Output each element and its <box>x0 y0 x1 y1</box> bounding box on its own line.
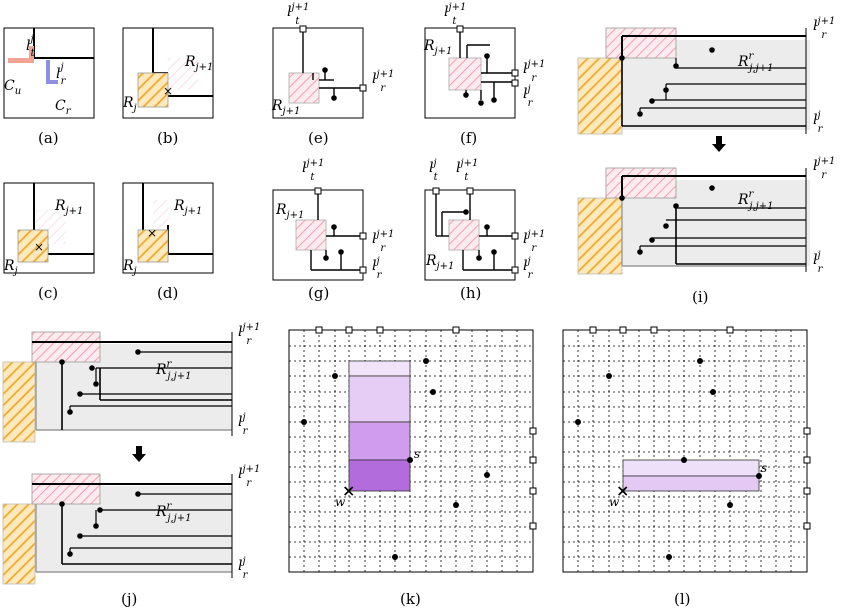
caption-b: (b) <box>157 129 178 147</box>
svg-text:×: × <box>342 481 355 500</box>
caption-f: (f) <box>460 129 477 147</box>
svg-text:×: × <box>34 240 44 254</box>
svg-text:lj+1r: lj+1r <box>523 229 545 254</box>
svg-text:lj+1t: lj+1t <box>444 2 466 27</box>
caption-h: (h) <box>460 284 481 302</box>
label-w-l: w <box>609 495 620 509</box>
svg-text:lj+1t: lj+1t <box>287 2 309 27</box>
caption-d: (d) <box>157 284 178 302</box>
label-w-k: w <box>335 495 346 509</box>
svg-text:ljr: ljr <box>813 250 824 275</box>
svg-text:Cu: Cu <box>4 78 21 97</box>
svg-text:×: × <box>163 84 173 98</box>
svg-text:×: × <box>147 226 157 240</box>
svg-text:Rj: Rj <box>122 258 137 277</box>
label-s-k: s <box>414 447 420 461</box>
svg-text:Rj+1: Rj+1 <box>425 253 454 272</box>
svg-text:×: × <box>616 481 629 500</box>
panel-d: × Rj+1 Rj (d) <box>122 182 214 302</box>
svg-text:lj+1r: lj+1r <box>372 69 394 94</box>
svg-text:Rj+1: Rj+1 <box>275 202 304 221</box>
caption-c: (c) <box>38 284 58 302</box>
svg-text:Rj: Rj <box>3 258 18 277</box>
svg-text:Rj: Rj <box>122 95 137 114</box>
caption-j: (j) <box>121 590 137 608</box>
panel-c: × Rj+1 Rj (c) <box>3 182 95 302</box>
svg-text:lj+1t: lj+1t <box>302 158 324 183</box>
svg-text:ljr: ljr <box>372 256 383 281</box>
caption-k: (k) <box>400 590 421 608</box>
svg-text:lj+1r: lj+1r <box>523 59 545 84</box>
svg-text:ljt: ljt <box>429 158 439 183</box>
svg-text:Rj+1: Rj+1 <box>173 198 202 217</box>
svg-text:Rj+1: Rj+1 <box>423 38 452 57</box>
svg-text:lj+1r: lj+1r <box>813 156 835 181</box>
caption-a: (a) <box>38 129 59 147</box>
svg-text:lj+1r: lj+1r <box>238 322 260 347</box>
svg-text:lj+1r: lj+1r <box>813 16 835 41</box>
caption-g: (g) <box>308 284 329 302</box>
svg-text:lj+1r: lj+1r <box>238 464 260 489</box>
svg-text:lj+1r: lj+1r <box>372 229 394 254</box>
svg-text:Cr: Cr <box>55 98 72 117</box>
caption-i: (i) <box>692 288 709 306</box>
label-s-l: s <box>761 461 767 475</box>
svg-text:ljr: ljr <box>523 256 534 281</box>
svg-text:lj+1t: lj+1t <box>456 158 478 183</box>
panel-k: × w s (k) <box>288 326 537 608</box>
panel-l: × w s (l) <box>562 326 811 608</box>
svg-text:ljr: ljr <box>238 556 249 581</box>
svg-text:ljr: ljr <box>238 412 249 437</box>
caption-l: (l) <box>674 590 691 608</box>
svg-text:ljr: ljr <box>523 84 534 109</box>
panel-b: × Rj+1 Rj (b) <box>122 27 214 147</box>
caption-e: (e) <box>308 129 329 147</box>
svg-text:ljr: ljr <box>813 110 824 135</box>
